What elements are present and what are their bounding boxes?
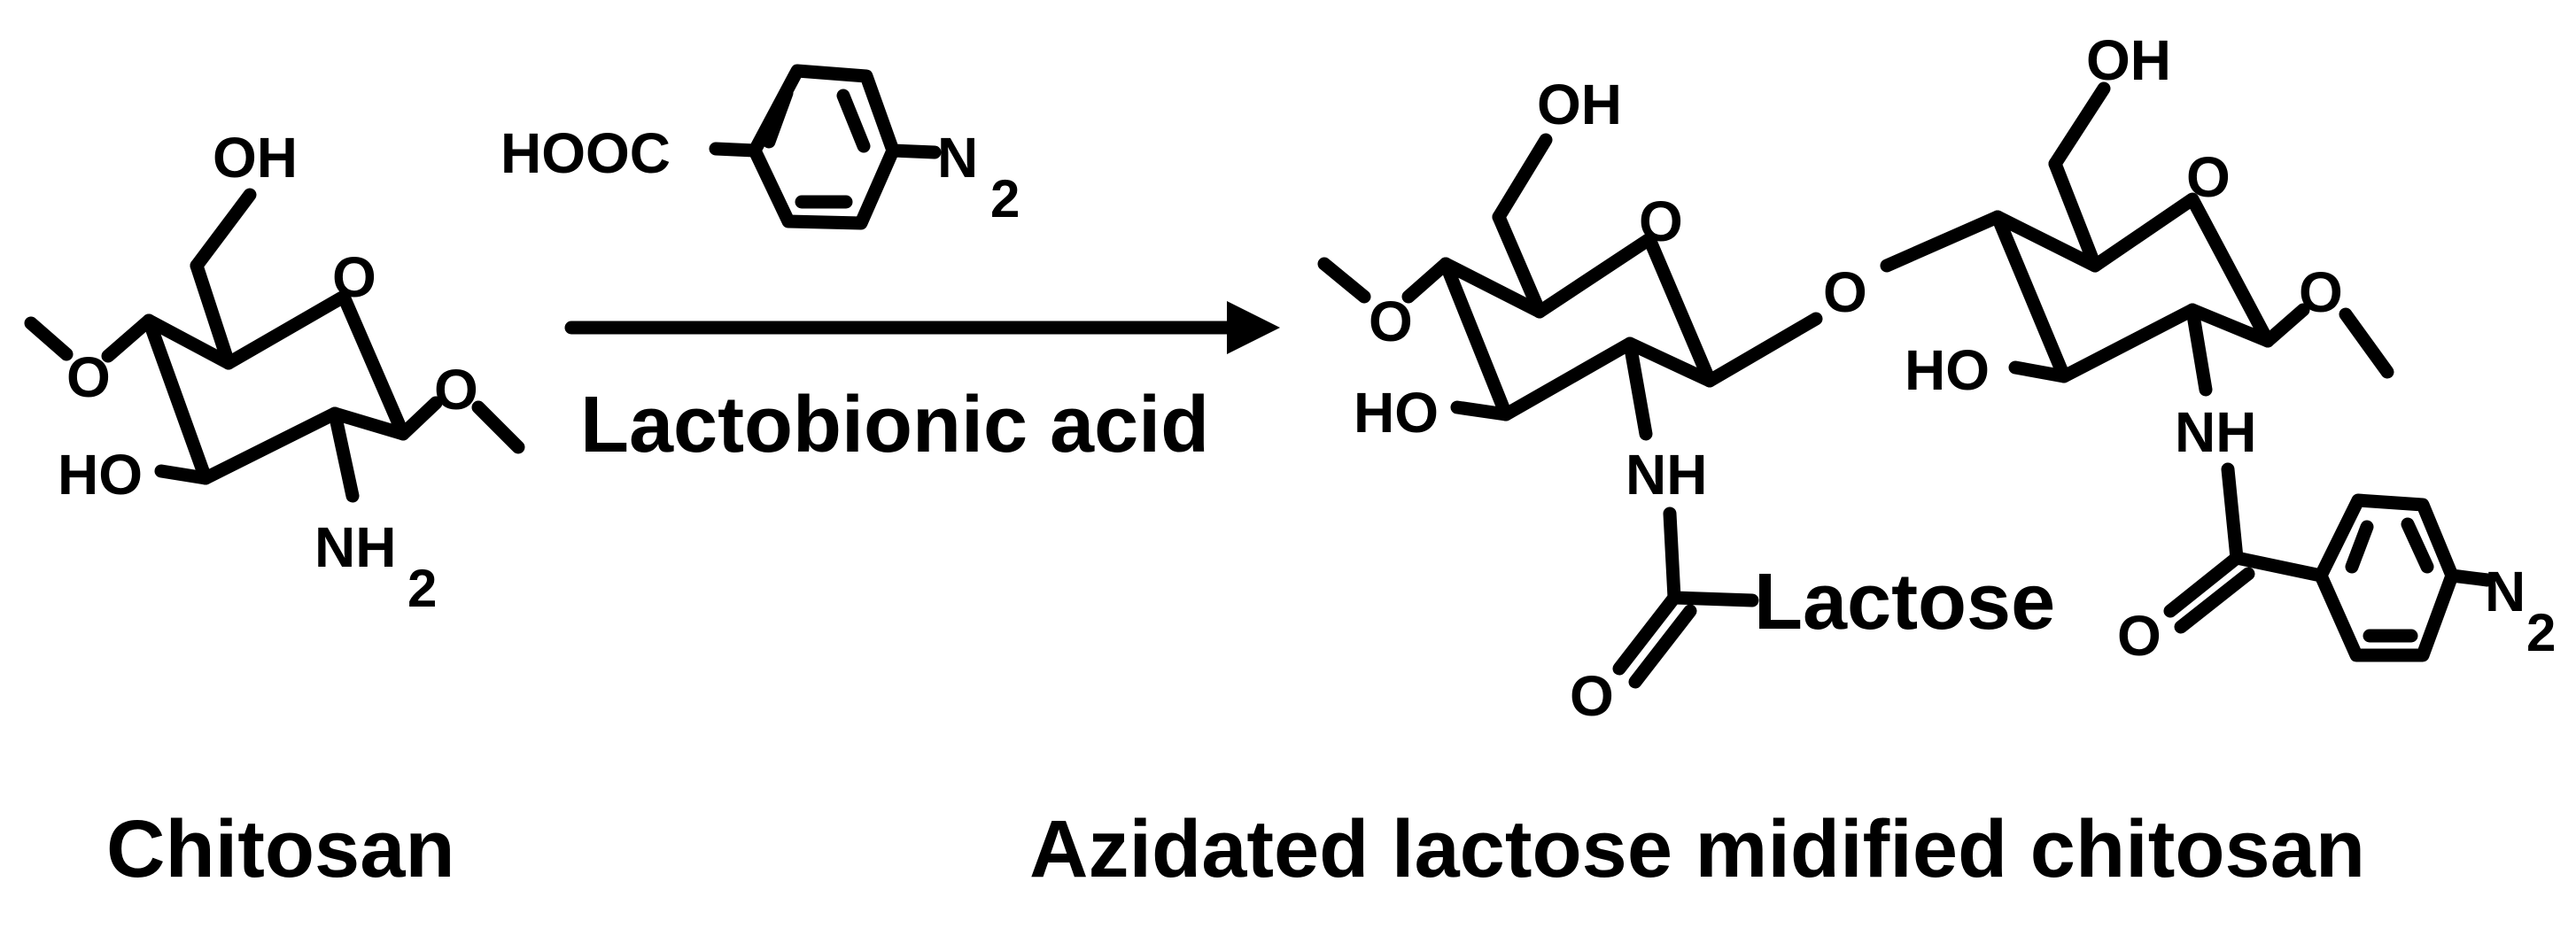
unit1-left-chain <box>1317 257 1371 304</box>
unit1-lactose-label: Lactose <box>1754 558 2055 646</box>
unit2-ch2oh-bond <box>2048 81 2111 171</box>
unit2-nh-label: NH <box>2175 400 2256 464</box>
chitosan-right-oxygen: O <box>434 358 478 421</box>
chitosan-nh-subscript: 2 <box>407 559 437 618</box>
unit1-carbonyl-bond-a <box>1612 591 1681 676</box>
unit2-right-oxygen: O <box>2299 260 2343 324</box>
unit1-oh-bond <box>1450 400 1513 421</box>
chitosan-nh-label: NH <box>314 515 396 579</box>
unit1-ring-oxygen: O <box>1639 189 1683 253</box>
chitosan-left-oxygen: O <box>66 345 111 409</box>
unit2-right-chain <box>2339 307 2394 379</box>
unit2-right-o-bond <box>2261 303 2310 348</box>
unit2-ho-label: HO <box>1905 338 1990 402</box>
unit1-ring <box>1439 232 1717 421</box>
unit2-double-bond-1 <box>2345 520 2374 574</box>
reagent-azide-bond <box>886 143 942 159</box>
chitosan-structure: OH O O HO O NH 2 <box>24 126 525 618</box>
reagent-acid-bond <box>709 142 762 158</box>
unit2-oh-bond <box>2008 360 2071 383</box>
unit2-n-c-bond <box>2221 462 2244 565</box>
unit1-carbonyl-bond-b <box>1628 604 1697 689</box>
unit2-nh-bond <box>2185 303 2213 397</box>
reagent-acid-label: HOOC <box>500 121 671 185</box>
unit2-c-ring-bond <box>2230 551 2328 583</box>
unit1-nh-label: NH <box>1626 443 1707 507</box>
unit1-carbonyl-oxygen: O <box>1570 664 1614 728</box>
reagent-double-bond-2 <box>836 89 871 153</box>
unit1-ho-label: HO <box>1354 381 1439 445</box>
chitosan-left-chain <box>24 316 74 361</box>
unit2-azide-subscript: 2 <box>2526 603 2556 662</box>
unit1-nh-bond <box>1623 336 1653 441</box>
chitosan-ring <box>142 290 410 485</box>
unit1-left-oxygen: O <box>1369 290 1413 353</box>
unit2-benzene-ring <box>2314 493 2459 662</box>
unit1-ch2-bond <box>1492 210 1547 319</box>
chitosan-nh2-bond <box>328 406 360 503</box>
unit1-glycosidic-bond <box>1703 312 1823 388</box>
chitosan-ho-label: HO <box>58 443 143 507</box>
unit1-oh-label: OH <box>1537 73 1622 136</box>
chitosan-ring-oxygen: O <box>332 245 376 309</box>
chitosan-oh-label: OH <box>213 126 298 189</box>
unit2-azide-bond <box>2445 568 2495 587</box>
unit1-left-o-bond <box>1401 257 1453 304</box>
unit2-glycosidic-bond <box>1880 210 2005 273</box>
reagent-azide-label: N <box>937 126 978 189</box>
product-unit-1: OH O O HO NH O Lactose <box>1317 73 2055 728</box>
unit2-carbonyl-bond-b <box>2174 567 2255 634</box>
unit2-ring-oxygen: O <box>2186 145 2231 209</box>
unit2-oh-label: OH <box>2086 28 2171 92</box>
unit2-carbonyl-oxygen: O <box>2117 604 2161 668</box>
chitosan-left-o-bond <box>101 313 156 363</box>
reaction-reagent-label: Lactobionic acid <box>580 381 1209 469</box>
unit2-ring <box>1990 192 2275 383</box>
unit1-ch2oh-bond <box>1492 133 1553 224</box>
arrow-head <box>1227 301 1280 354</box>
unit1-n-c-bond <box>1663 507 1681 605</box>
unit2-double-bond-2 <box>2401 517 2434 574</box>
chitosan-caption: Chitosan <box>106 804 455 894</box>
chitosan-right-chain <box>471 400 525 454</box>
unit1-c-lactose-bond <box>1667 591 1759 607</box>
reagent-azide-subscript: 2 <box>990 169 1020 228</box>
chitosan-right-o-bond <box>396 396 443 441</box>
chitosan-ch2oh-bond <box>190 188 257 273</box>
reagent-double-bond-1 <box>762 86 794 149</box>
chitosan-ch2-bond <box>190 259 236 370</box>
unit2-azide-label: N <box>2485 560 2526 623</box>
unit2-carbonyl-bond-a <box>2163 551 2244 618</box>
product-caption: Azidated lactose midified chitosan <box>1029 804 2365 894</box>
reaction-arrow: Lactobionic acid <box>564 301 1280 469</box>
unit2-ch2-bond <box>2048 157 2102 273</box>
product-unit-2: OH O HO O NH O N 2 <box>1880 28 2556 668</box>
glycosidic-oxygen: O <box>1823 260 1867 324</box>
chitosan-oh-bond <box>154 464 213 485</box>
reagent-azidobenzoic-acid: HOOC N 2 <box>500 64 1020 230</box>
